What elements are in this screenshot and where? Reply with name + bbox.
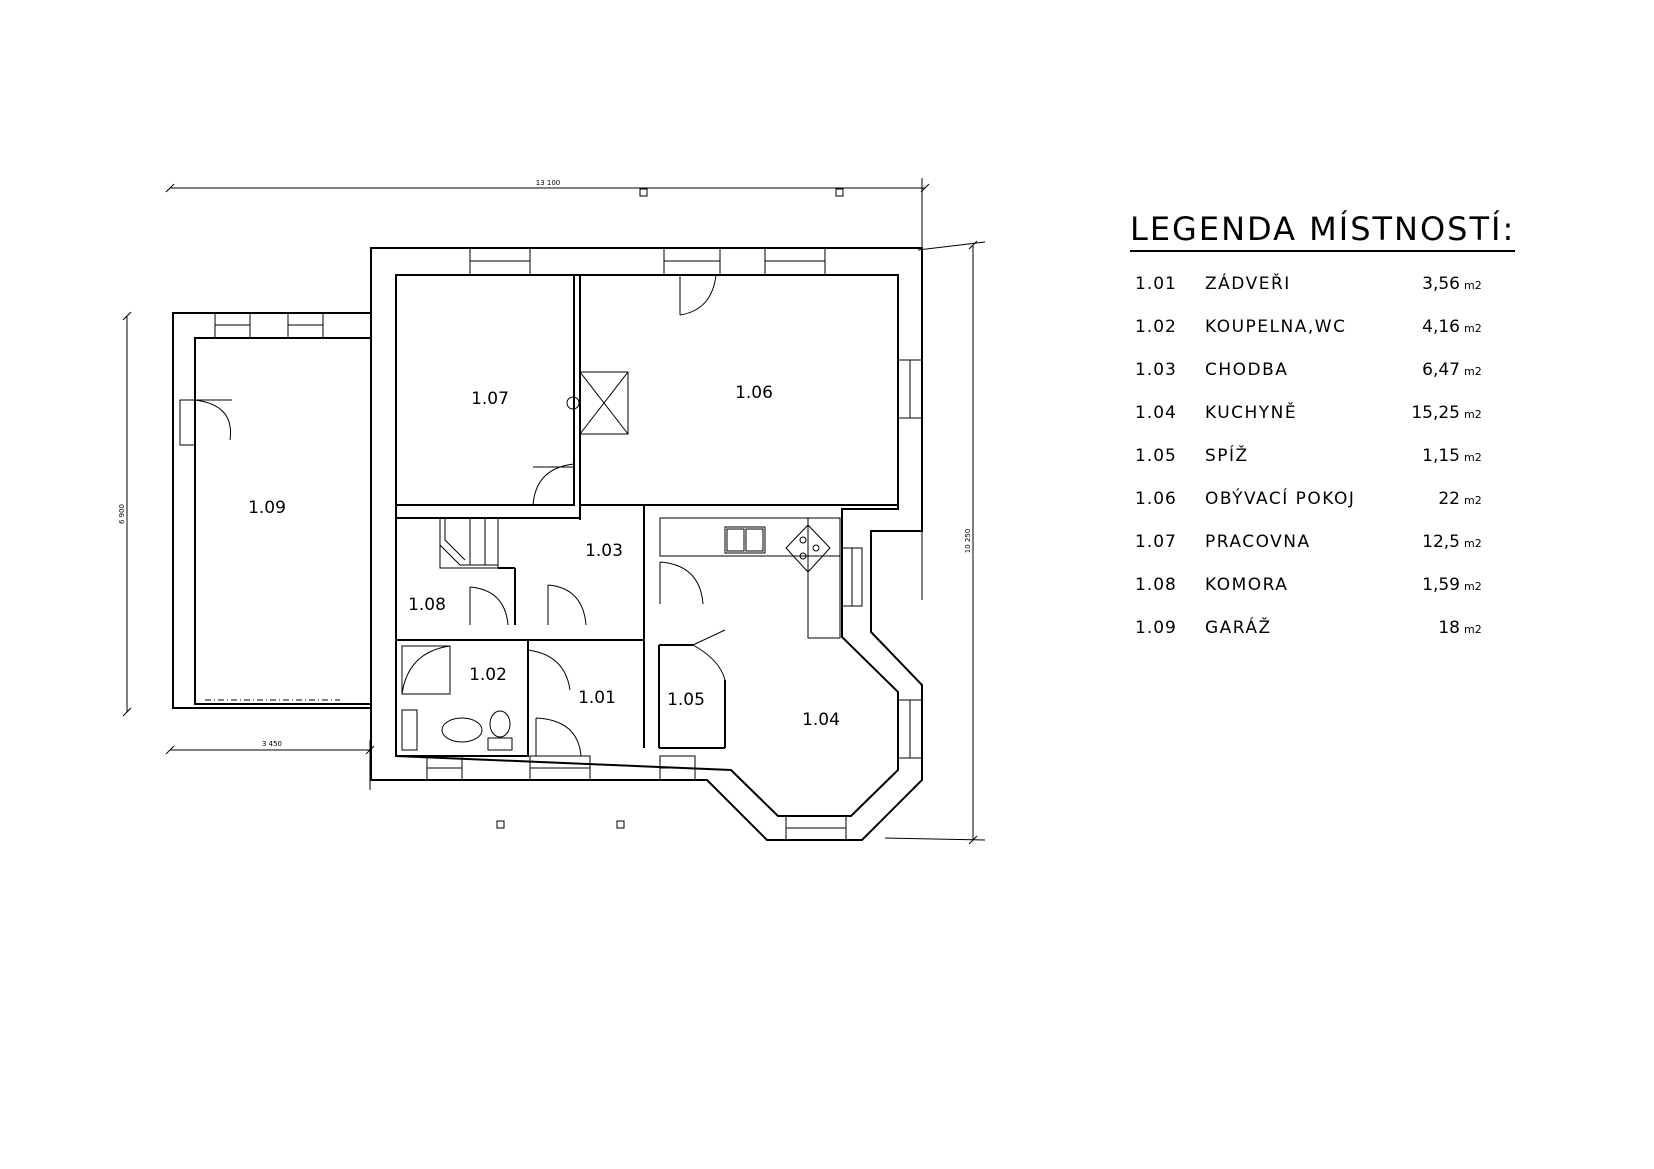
legend-row: 1.01 ZÁDVEŘI 3,56 m2 xyxy=(1130,274,1550,317)
legend-area: 3,56 xyxy=(1422,274,1460,294)
legend-name: PRACOVNA xyxy=(1205,532,1311,552)
legend-name: KOUPELNA,WC xyxy=(1205,317,1347,337)
legend-row: 1.09 GARÁŽ 18 m2 xyxy=(1130,618,1550,661)
legend-row: 1.06 OBÝVACÍ POKOJ 22 m2 xyxy=(1130,489,1550,532)
legend-name: OBÝVACÍ POKOJ xyxy=(1205,489,1356,509)
legend-code: 1.09 xyxy=(1135,618,1177,638)
house-walls xyxy=(370,247,923,841)
legend-title: LEGENDA MÍSTNOSTÍ: xyxy=(1130,210,1516,252)
legend-area: 4,16 xyxy=(1422,317,1460,337)
legend-area: 6,47 xyxy=(1422,360,1460,380)
legend-row: 1.02 KOUPELNA,WC 4,16 m2 xyxy=(1130,317,1550,360)
floor-plan: 13 100 3 450 6 900 10 250 xyxy=(118,178,986,845)
room-label-1-06: 1.06 xyxy=(735,383,773,403)
legend-code: 1.06 xyxy=(1135,489,1177,509)
room-label-1-04: 1.04 xyxy=(802,710,840,730)
room-label-1-08: 1.08 xyxy=(408,595,446,615)
legend-area: 22 xyxy=(1438,489,1460,509)
legend-unit: m2 xyxy=(1464,494,1482,507)
room-label-1-07: 1.07 xyxy=(471,389,509,409)
legend-name: CHODBA xyxy=(1205,360,1289,380)
legend-code: 1.01 xyxy=(1135,274,1177,294)
room-label-1-01: 1.01 xyxy=(578,688,616,708)
legend-area: 1,59 xyxy=(1422,575,1460,595)
legend-area: 18 xyxy=(1438,618,1460,638)
legend-code: 1.07 xyxy=(1135,532,1177,552)
legend-unit: m2 xyxy=(1464,322,1482,335)
legend-name: KUCHYNĚ xyxy=(1205,403,1298,423)
legend-code: 1.08 xyxy=(1135,575,1177,595)
legend-row: 1.07 PRACOVNA 12,5 m2 xyxy=(1130,532,1550,575)
legend-unit: m2 xyxy=(1464,537,1482,550)
doors xyxy=(469,274,726,757)
legend-row: 1.03 CHODBA 6,47 m2 xyxy=(1130,360,1550,403)
room-label-1-09: 1.09 xyxy=(248,498,286,518)
legend-row: 1.05 SPÍŽ 1,15 m2 xyxy=(1130,446,1550,489)
legend-area: 15,25 xyxy=(1411,403,1460,423)
legend-rows: 1.01 ZÁDVEŘI 3,56 m2 1.02 KOUPELNA,WC 4,… xyxy=(1130,274,1550,661)
legend-name: ZÁDVEŘI xyxy=(1205,274,1291,294)
legend-name: KOMORA xyxy=(1205,575,1289,595)
legend-code: 1.05 xyxy=(1135,446,1177,466)
room-label-1-02: 1.02 xyxy=(469,665,507,685)
legend-name: GARÁŽ xyxy=(1205,618,1272,638)
legend-area: 1,15 xyxy=(1422,446,1460,466)
dim-garage-width: 3 450 xyxy=(262,740,282,748)
legend-unit: m2 xyxy=(1464,365,1482,378)
legend-unit: m2 xyxy=(1464,408,1482,421)
legend-unit: m2 xyxy=(1464,451,1482,464)
legend-code: 1.02 xyxy=(1135,317,1177,337)
legend-area: 12,5 xyxy=(1422,532,1460,552)
room-legend: LEGENDA MÍSTNOSTÍ: 1.01 ZÁDVEŘI 3,56 m2 … xyxy=(1130,210,1550,661)
dim-right-height: 10 250 xyxy=(964,529,972,554)
legend-name: SPÍŽ xyxy=(1205,446,1249,466)
room-label-1-05: 1.05 xyxy=(667,690,705,710)
room-label-1-03: 1.03 xyxy=(585,541,623,561)
legend-code: 1.04 xyxy=(1135,403,1177,423)
legend-row: 1.08 KOMORA 1,59 m2 xyxy=(1130,575,1550,618)
exterior-markers xyxy=(496,188,844,829)
legend-code: 1.03 xyxy=(1135,360,1177,380)
legend-row: 1.04 KUCHYNĚ 15,25 m2 xyxy=(1130,403,1550,446)
legend-unit: m2 xyxy=(1464,580,1482,593)
dim-top-width: 13 100 xyxy=(536,179,561,187)
dim-left-height: 6 900 xyxy=(118,504,126,524)
legend-unit: m2 xyxy=(1464,279,1482,292)
legend-unit: m2 xyxy=(1464,623,1482,636)
